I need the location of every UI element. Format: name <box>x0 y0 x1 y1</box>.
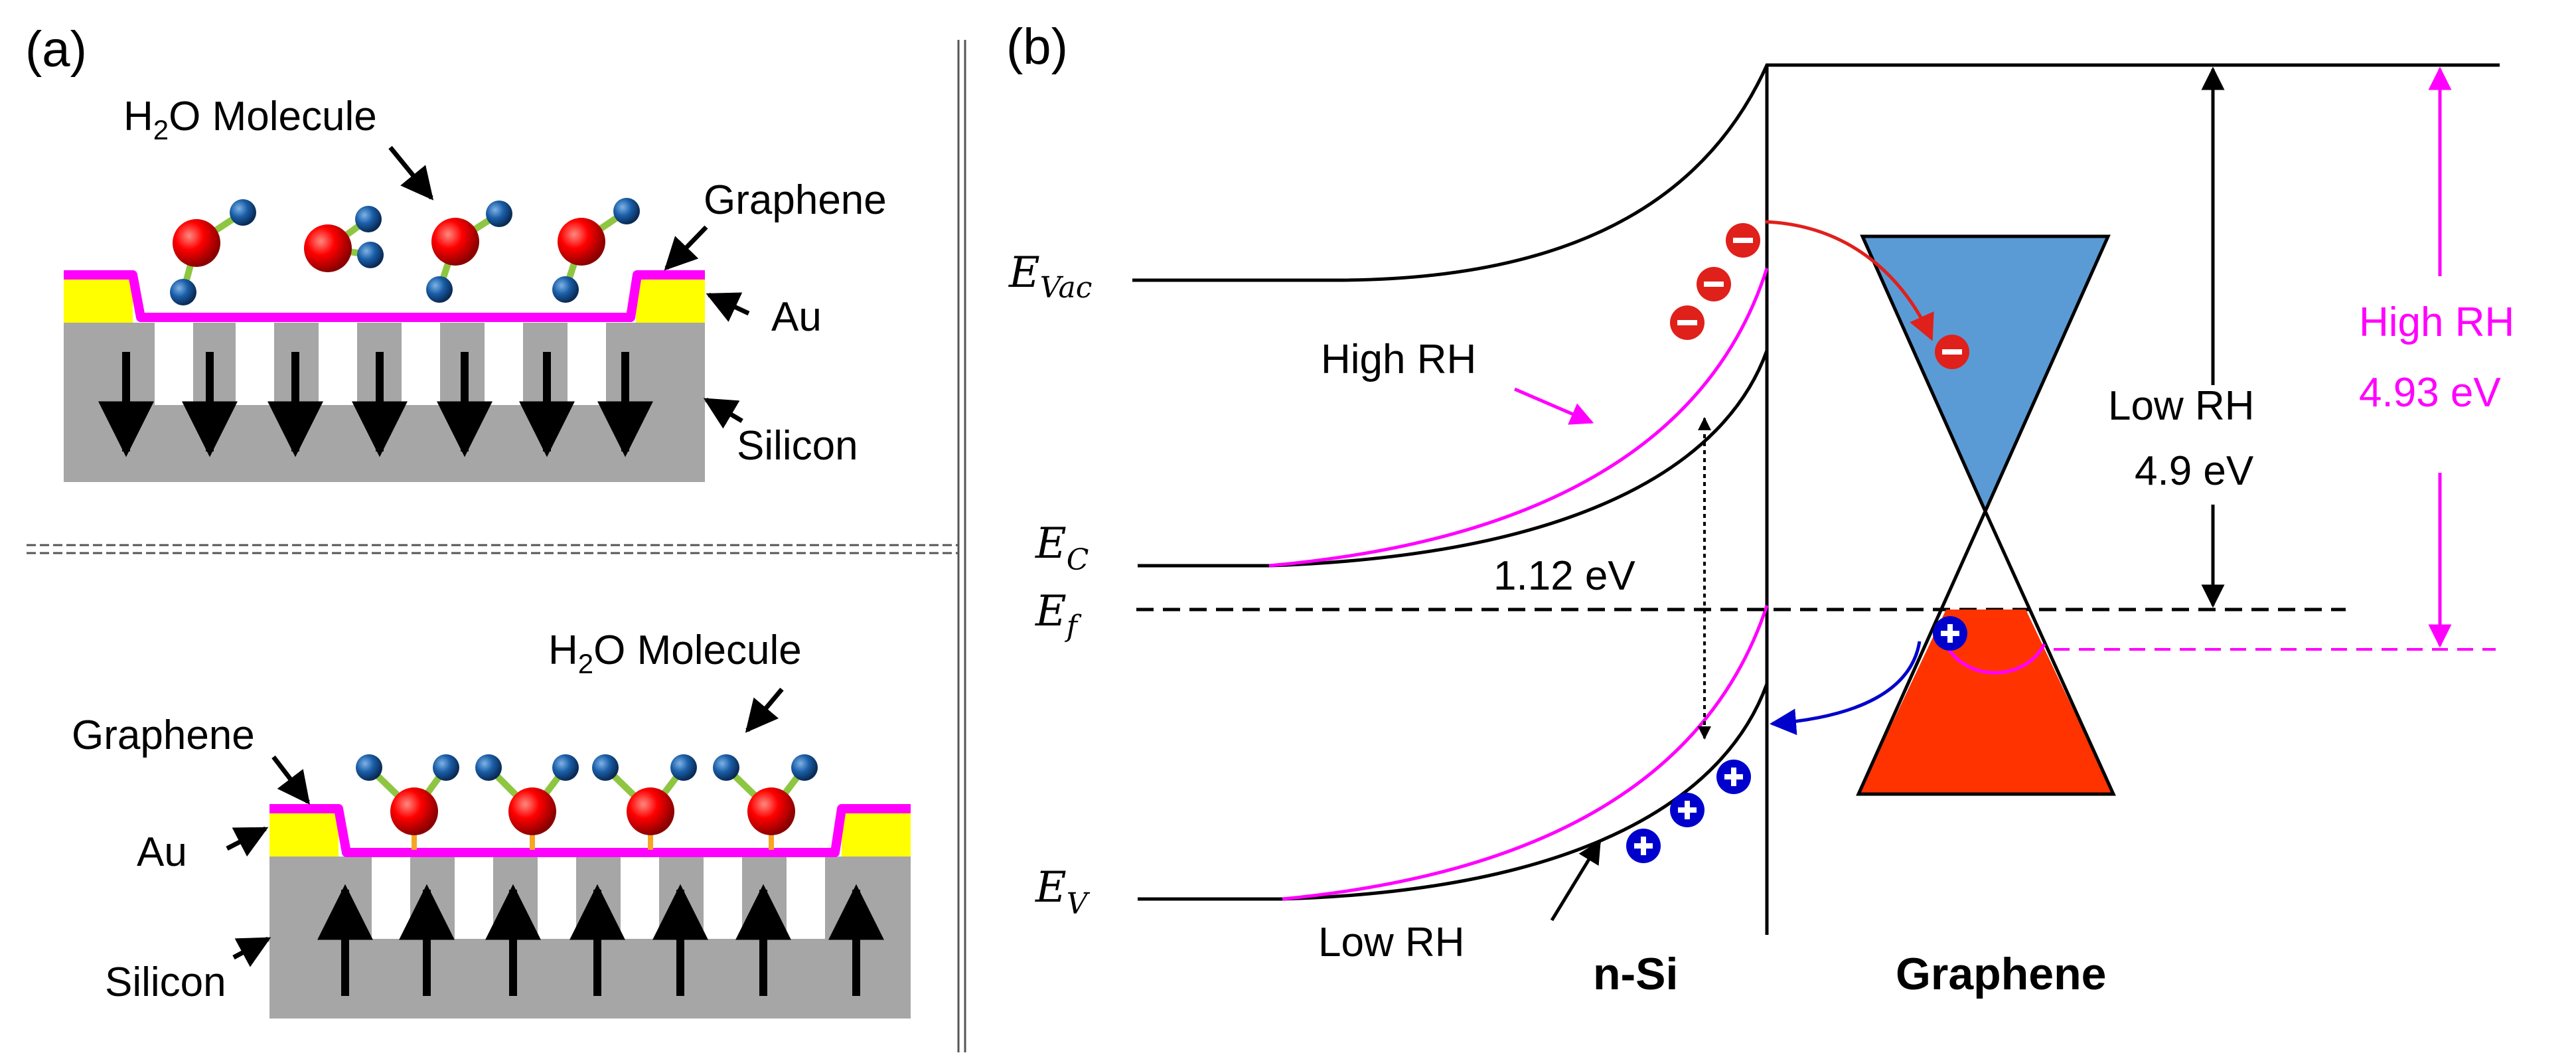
h2o-molecule <box>304 206 384 272</box>
hole-transfer-arrow <box>1770 641 1922 736</box>
graphene-fermi-shift <box>1943 641 2046 675</box>
electron-icon <box>1697 267 1731 301</box>
graphene-label: Graphene <box>72 712 255 758</box>
work-function-high-rh-value: 4.93 eV <box>2359 370 2501 416</box>
au-label: Au <box>137 829 187 875</box>
electron-transfer-arrow <box>1765 220 1934 341</box>
h2o-molecule <box>170 199 256 305</box>
device-bottom: H2O Molecule Graphene Au Silicon <box>72 627 911 1019</box>
evac-label: EVac <box>1008 248 1092 305</box>
au-pad-right <box>842 810 911 857</box>
h2o-molecule <box>713 754 818 850</box>
valence-band-high-rh <box>1282 605 1769 901</box>
work-function-low-rh-title: Low RH <box>2108 383 2255 429</box>
field-arrows-down <box>98 352 653 457</box>
silicon-pillars-gaps <box>155 323 606 405</box>
h2o-molecule-label: H2O Molecule <box>123 94 377 145</box>
hole-icon <box>1933 616 1967 651</box>
low-rh-pointer <box>1550 840 1602 922</box>
graphene-region-label: Graphene <box>1896 949 2106 999</box>
panel-b-label: (b) <box>1006 19 1068 75</box>
h2o-molecule <box>475 754 579 850</box>
high-rh-label: High RH <box>1321 337 1476 382</box>
h2o-pointer-arrow <box>388 145 434 201</box>
electron-icon <box>1670 305 1705 340</box>
high-rh-pointer <box>1514 387 1594 425</box>
graphene-cone-lower-filled <box>1858 610 2113 794</box>
h2o-pointer-arrow <box>745 687 784 733</box>
graphene-pointer-arrow <box>664 225 708 271</box>
electron-icon <box>1935 335 1969 369</box>
graphene-layer <box>269 804 911 857</box>
ef-label: Ef <box>1035 587 1082 643</box>
au-pad-left <box>269 810 339 857</box>
hole-icon <box>1716 760 1751 794</box>
silicon-label: Silicon <box>737 423 858 469</box>
low-rh-label: Low RH <box>1318 920 1465 965</box>
n-si-label: n-Si <box>1593 949 1678 999</box>
h2o-molecule <box>426 201 512 303</box>
hole-icon <box>1670 793 1705 827</box>
h2o-molecule <box>592 754 697 850</box>
h2o-molecule-label: H2O Molecule <box>548 627 802 679</box>
h2o-molecule <box>356 754 459 850</box>
hole-icon <box>1626 829 1661 863</box>
bandgap-label: 1.12 eV <box>1493 553 1635 599</box>
vacuum-level-curve <box>1132 63 2500 282</box>
au-pointer-arrow <box>706 292 750 322</box>
graphene-cone-lower-outline <box>1856 507 2116 796</box>
conduction-band-high-rh <box>1268 268 1769 568</box>
graphene-layer <box>64 270 705 322</box>
work-function-low-rh-value: 4.9 eV <box>2135 448 2254 494</box>
ev-label: EV <box>1035 863 1091 921</box>
au-pointer-arrow <box>226 826 269 857</box>
field-arrows-up <box>317 884 884 996</box>
ec-label: EC <box>1035 519 1089 577</box>
panel-a-label: (a) <box>25 21 87 78</box>
au-pad-right <box>636 276 705 323</box>
silicon-pointer-arrow <box>703 397 743 429</box>
work-function-high-rh-title: High RH <box>2359 299 2514 345</box>
h2o-molecule <box>552 198 640 303</box>
electron-icon <box>1726 223 1760 258</box>
graphene-label: Graphene <box>704 177 887 223</box>
silicon-pointer-arrow <box>232 936 271 967</box>
au-pad-left <box>64 276 133 323</box>
graphene-pointer-arrow <box>271 755 310 805</box>
silicon-label: Silicon <box>105 959 226 1005</box>
au-label: Au <box>771 294 822 340</box>
graphene-cone-upper <box>1860 234 2111 516</box>
valence-band-black <box>1138 683 1769 901</box>
device-top: H2O Molecule Graphene Au Silicon <box>64 94 887 482</box>
panel-dividers <box>27 40 966 1052</box>
conduction-band-black <box>1138 350 1769 568</box>
